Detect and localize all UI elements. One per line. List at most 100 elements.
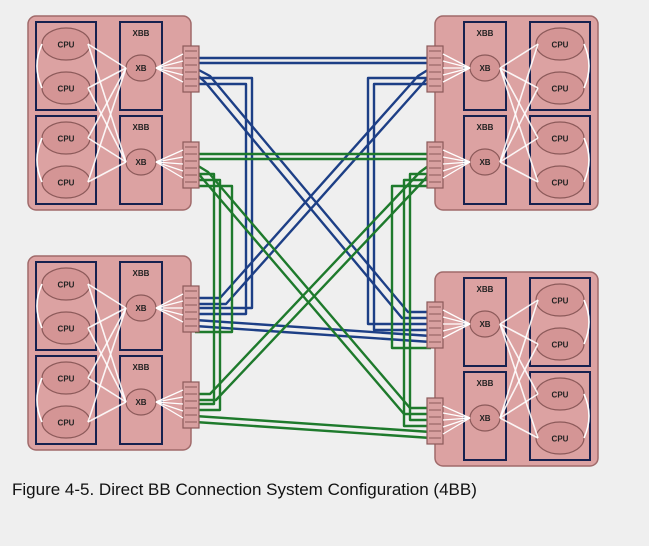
connector-port [182, 285, 200, 333]
xb-label: XB [135, 158, 146, 167]
interconnect-line [87, 377, 127, 403]
cpu-label: CPU [552, 435, 569, 444]
interconnect-line [499, 299, 539, 325]
xb-fanout-line [155, 300, 184, 309]
interconnect-line [499, 323, 539, 439]
xb-fanout-line [155, 307, 184, 316]
xb-fanout-line [155, 161, 184, 172]
xb-fanout-line [155, 401, 184, 405]
xb-fanout-line [442, 417, 471, 435]
cable-green-vert-3 [408, 172, 431, 422]
interconnect-line [87, 307, 127, 379]
cpu-label: CPU [58, 135, 75, 144]
xbb-label: XBB [477, 123, 494, 132]
cpu-module [529, 21, 591, 111]
cpu-module [35, 21, 97, 111]
connector-port [426, 141, 444, 189]
xb-fanout-line [442, 161, 471, 179]
cable-green-diag-3 [195, 163, 432, 396]
xbb-label: XBB [133, 123, 150, 132]
interconnect-line [499, 323, 539, 395]
connector-port [426, 45, 444, 93]
cpu-module [35, 261, 97, 351]
interconnect-line [87, 307, 127, 329]
xb-label: XB [479, 320, 490, 329]
cpu-label: CPU [552, 135, 569, 144]
xb-fanout-line [155, 60, 184, 69]
cable-green-vert-2 [195, 178, 222, 412]
cable-blue-diag-3 [195, 66, 432, 300]
interconnect-line [499, 161, 539, 183]
xb-fanout-line [155, 307, 184, 323]
xb-fanout-line [442, 323, 471, 339]
xb-fanout-line [155, 161, 184, 165]
xb-label: XB [479, 64, 490, 73]
cable-green-vert-5 [195, 184, 234, 334]
xb-fanout-line [442, 405, 471, 419]
interconnect-line [87, 161, 127, 183]
cpu-label: CPU [58, 85, 75, 94]
xb-fanout-line [155, 53, 184, 69]
interconnect-line [499, 393, 539, 419]
xb-fanout-line [155, 67, 184, 83]
cpu-module [529, 277, 591, 367]
cpu-loop-arc [36, 43, 43, 89]
interconnect-line [499, 417, 539, 439]
xb-fanout-line [442, 67, 471, 83]
xb-fanout-line [442, 161, 471, 172]
cpu-label: CPU [58, 281, 75, 290]
xb-fanout-line [155, 161, 184, 179]
connector-port [182, 141, 200, 189]
cable-blue-diag-1 [194, 66, 431, 314]
cpu-loop-arc [36, 137, 43, 183]
cpu-label: CPU [58, 375, 75, 384]
interconnect-line [87, 401, 127, 423]
connector-port [182, 381, 200, 429]
xb-fanout-line [442, 60, 471, 69]
xb-fanout-line [155, 293, 184, 309]
cpu-label: CPU [552, 85, 569, 94]
xb-fanout-line [442, 53, 471, 69]
xbb-label: XBB [133, 29, 150, 38]
cpu-loop-arc [583, 393, 590, 439]
cable-blue-vert-3 [366, 76, 431, 326]
cpu-loop-arc [583, 299, 590, 345]
cpu-label: CPU [58, 179, 75, 188]
interconnect-line [499, 67, 539, 89]
xbb-label: XBB [133, 363, 150, 372]
xb-fanout-line [442, 309, 471, 325]
xb-fanout-line [442, 149, 471, 163]
xb-fanout-line [442, 417, 471, 421]
cable-layer [194, 56, 433, 440]
cable-green-vert-6 [390, 184, 431, 350]
interconnect-line [87, 67, 127, 139]
cpu-label: CPU [552, 297, 569, 306]
interconnect-line [87, 67, 127, 89]
cpu-label: CPU [552, 391, 569, 400]
interconnect-line [499, 67, 539, 183]
xb-label: XB [135, 304, 146, 313]
cpu-label: CPU [58, 325, 75, 334]
cpu-loop-arc [36, 377, 43, 423]
cable-blue-diag-4 [195, 72, 432, 306]
xb-fanout-line [155, 401, 184, 419]
interconnect-line [87, 43, 127, 69]
interconnect-line [499, 67, 539, 139]
connector-port [182, 45, 200, 93]
cpu-label: CPU [58, 419, 75, 428]
xb-fanout-line [155, 149, 184, 163]
cable-green-bottom-2 [194, 420, 432, 440]
xb-label: XB [479, 158, 490, 167]
xb-fanout-line [155, 67, 184, 76]
xbb-label: XBB [477, 29, 494, 38]
cpu-label: CPU [552, 341, 569, 350]
xb-fanout-line [442, 412, 471, 419]
xb-label: XB [479, 414, 490, 423]
cpu-label: CPU [552, 41, 569, 50]
xb-fanout-line [442, 161, 471, 165]
interconnect-line [499, 323, 539, 345]
